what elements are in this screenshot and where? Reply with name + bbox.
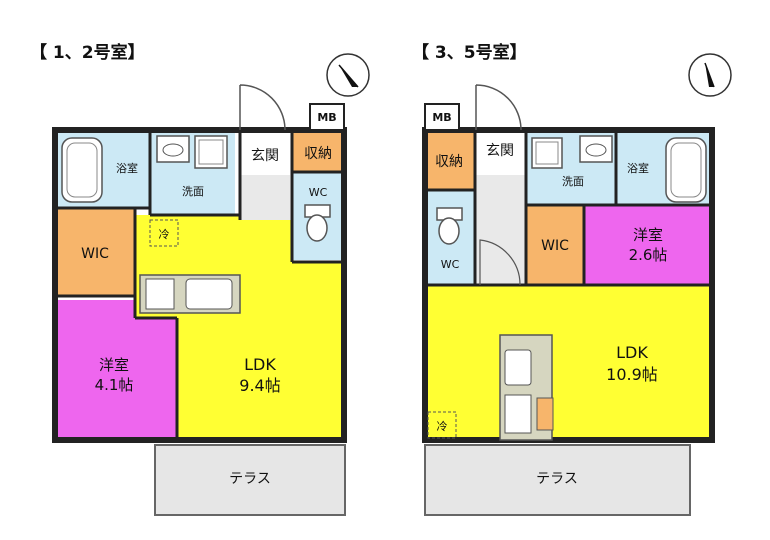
entrance [476, 175, 526, 285]
mb-label: MB [317, 111, 336, 124]
compass-icon [688, 53, 732, 97]
wic-label: WIC [541, 238, 569, 254]
ldk-room [425, 285, 712, 440]
fridge-marker: 冷 [427, 411, 457, 439]
bathtub-icon [665, 137, 707, 203]
plan-title: 【 3、5号室】 [412, 42, 527, 63]
bedroom-size: 2.6帖 [629, 246, 668, 264]
terrace [154, 444, 346, 516]
wc-label: WC [309, 186, 328, 199]
bath-label: 浴室 [116, 161, 138, 175]
stove-icon [504, 394, 532, 434]
partitions [425, 130, 712, 287]
wic-room [526, 205, 584, 285]
bathtub-icon [61, 137, 103, 203]
svg-text:冷: 冷 [159, 228, 170, 241]
door-icon [239, 84, 286, 131]
entrance-step [240, 140, 290, 175]
kitchen-sink-icon [185, 278, 233, 310]
storage [292, 130, 344, 172]
terrace-label: テラス [229, 471, 271, 487]
washer-icon [194, 135, 228, 169]
storage-label: 収納 [304, 146, 332, 162]
ldk-name: LDK [244, 355, 276, 374]
ldk-size: 9.4帖 [239, 376, 280, 395]
bedroom [55, 300, 177, 440]
plan-title: 【 1、2号室】 [30, 42, 145, 63]
sink-icon [579, 135, 613, 163]
mb-label: MB [432, 111, 451, 124]
bedroom [584, 205, 712, 285]
entrance-label: 玄関 [486, 142, 514, 159]
washer-icon [531, 137, 563, 169]
floor-plan-1-2: 【 1、2号室】 テラス [30, 42, 370, 516]
storage-label: 収納 [435, 154, 463, 170]
toilet-icon [304, 204, 331, 242]
bedroom-name: 洋室 [633, 226, 663, 244]
bedroom-size: 4.1帖 [95, 376, 134, 394]
ldk-room [135, 215, 344, 440]
terrace-label: テラス [536, 471, 578, 487]
toilet-icon [436, 207, 463, 245]
stove-icon [145, 278, 175, 310]
bath-label: 浴室 [627, 161, 649, 175]
entrance-label: 玄関 [251, 147, 279, 164]
floor-plan-3-5: 【 3、5号室】 テラス [412, 42, 732, 516]
mb-box [309, 103, 345, 131]
wic-room [55, 208, 135, 296]
door-icon [475, 84, 522, 131]
cupboard [536, 397, 554, 431]
wc-label: WC [441, 258, 460, 271]
door-icon [479, 239, 521, 286]
entrance [240, 175, 290, 220]
ldk-name: LDK [616, 343, 648, 362]
bedroom-name: 洋室 [99, 356, 129, 374]
sink-icon [156, 135, 190, 163]
washroom-label: 洗面 [562, 175, 584, 188]
compass-icon [326, 53, 370, 97]
partitions [55, 130, 344, 440]
kitchen-sink-icon [504, 349, 532, 386]
terrace [424, 444, 691, 516]
walls [52, 127, 347, 443]
storage [425, 130, 475, 190]
entrance-step [476, 140, 526, 175]
ldk-size: 10.9帖 [606, 365, 658, 384]
mb-box [424, 103, 460, 131]
wic-label: WIC [81, 246, 109, 262]
fridge-marker: 冷 [149, 219, 179, 247]
washroom-label: 洗面 [182, 185, 204, 198]
svg-text:冷: 冷 [437, 420, 448, 433]
